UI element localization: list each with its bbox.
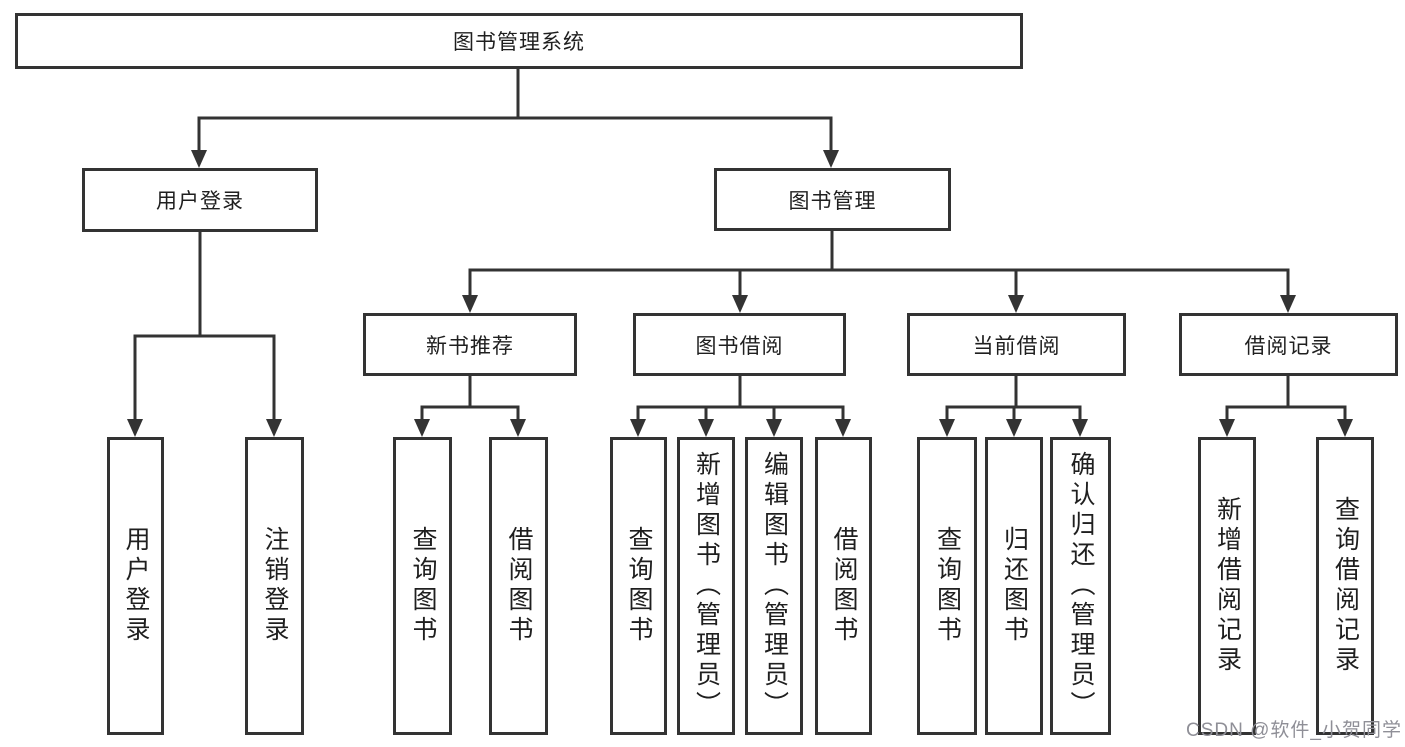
leaf-user-login: 用户登录: [107, 437, 164, 735]
leaf-recommend-query-book: 查询图书: [393, 437, 452, 735]
node-user-login: 用户登录: [82, 168, 318, 232]
leaf-recommend-borrow-book: 借阅图书: [489, 437, 548, 735]
node-current-borrow: 当前借阅: [907, 313, 1126, 376]
leaf-add-book-admin: 新增图书（管理员）: [677, 437, 735, 735]
leaf-borrow-book: 借阅图书: [815, 437, 872, 735]
leaf-confirm-return-admin: 确认归还（管理员）: [1050, 437, 1111, 735]
node-new-book-recommend: 新书推荐: [363, 313, 577, 376]
node-root: 图书管理系统: [15, 13, 1023, 69]
leaf-query-borrow-record: 查询借阅记录: [1316, 437, 1374, 735]
leaf-borrow-query-book: 查询图书: [610, 437, 667, 735]
node-book-borrow: 图书借阅: [633, 313, 846, 376]
leaf-add-borrow-record: 新增借阅记录: [1198, 437, 1256, 735]
leaf-return-book: 归还图书: [985, 437, 1043, 735]
leaf-logout: 注销登录: [245, 437, 304, 735]
leaf-current-query-book: 查询图书: [917, 437, 977, 735]
csdn-watermark: CSDN @软件_小贺同学: [1186, 720, 1402, 741]
leaf-edit-book-admin: 编辑图书（管理员）: [745, 437, 803, 735]
node-book-management: 图书管理: [714, 168, 951, 231]
node-borrow-record: 借阅记录: [1179, 313, 1398, 376]
